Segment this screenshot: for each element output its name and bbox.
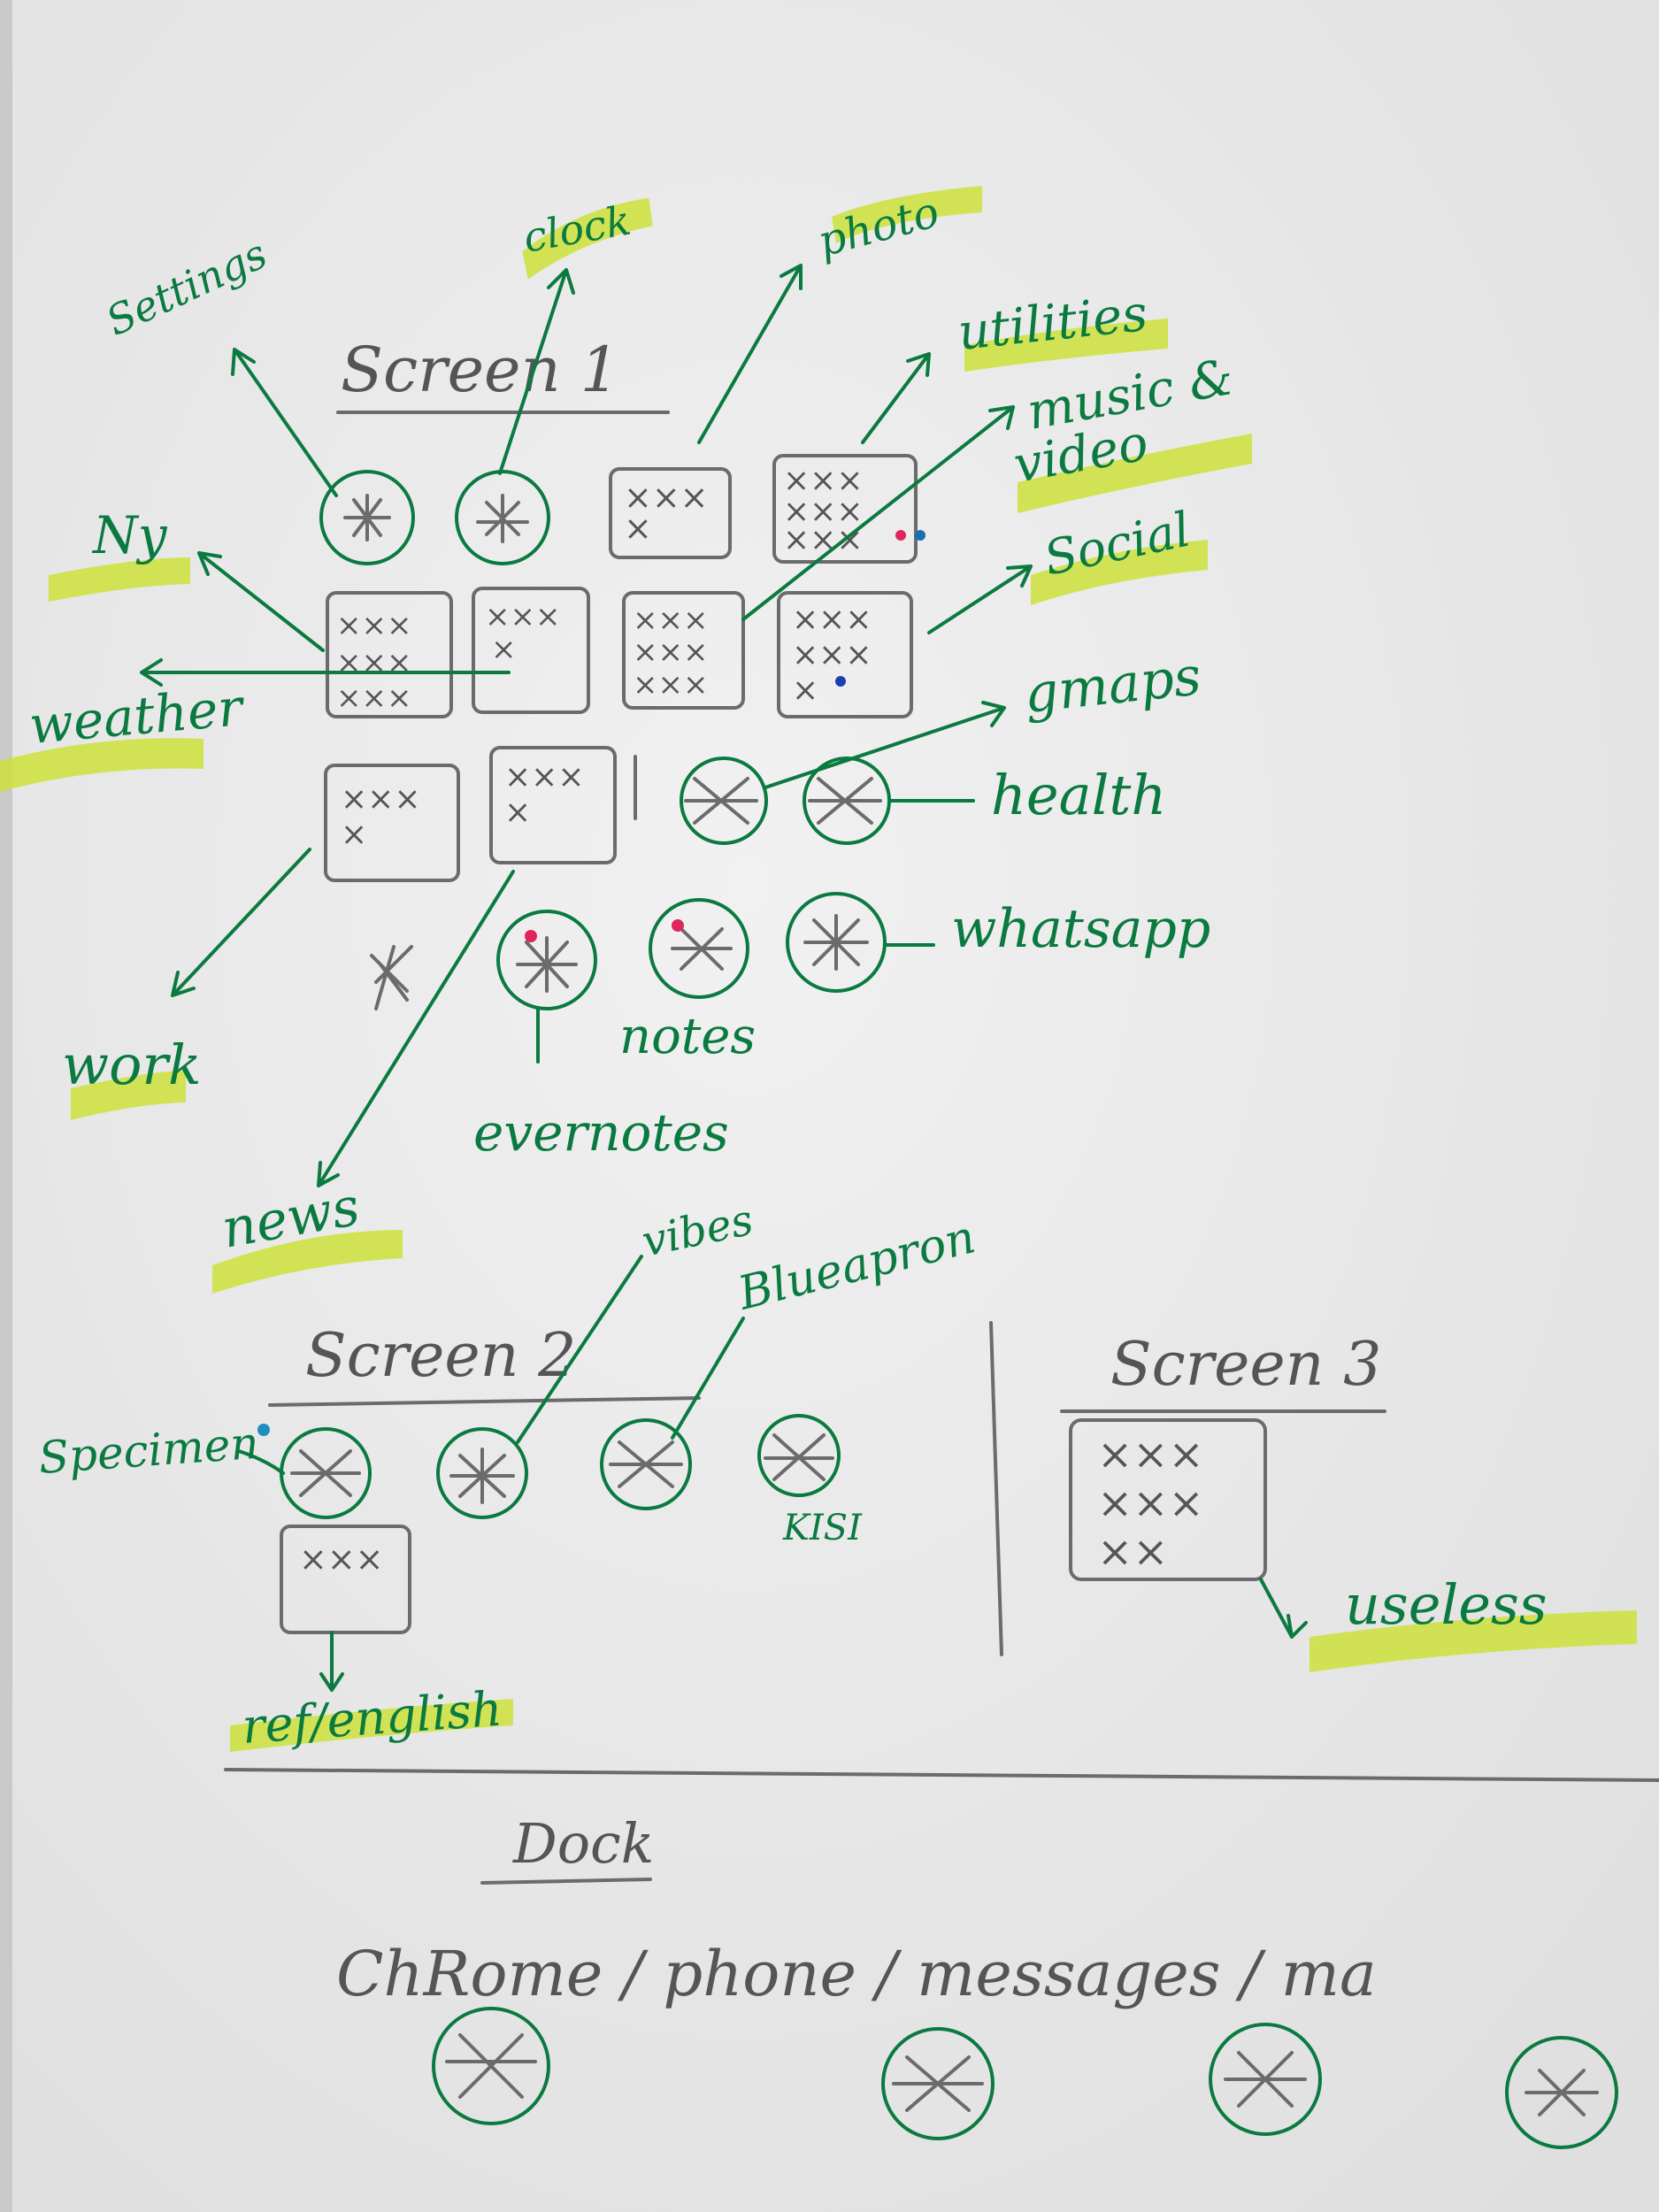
weather-folder-icon: ××× × — [472, 587, 590, 714]
label-whatsapp: whatsapp — [951, 898, 1210, 960]
svg-text:×××: ××× — [792, 602, 872, 638]
label-health: health — [991, 763, 1166, 827]
svg-text:×: × — [341, 817, 367, 853]
settings-app-icon — [319, 470, 415, 565]
music-video-folder-icon: ××× ××× ××× — [622, 591, 745, 710]
photo-folder-icon: ××× × — [609, 467, 732, 559]
svg-text:×××: ××× — [633, 634, 708, 670]
vibes-app-icon — [436, 1427, 528, 1519]
svg-text:×××: ××× — [341, 781, 421, 818]
dock-app-list: ChRome / phone / messages / ma — [336, 1938, 1377, 2010]
label-kisi: KISI — [782, 1508, 863, 1548]
utilities-folder-icon: ××× ××× ××× — [772, 454, 926, 564]
mail-dock-icon — [1505, 2036, 1618, 2149]
svg-text:×: × — [792, 672, 818, 709]
svg-text:×××: ××× — [299, 1540, 384, 1578]
evernotes-app-icon — [496, 910, 597, 1010]
work-folder-icon: ××× × — [324, 764, 460, 882]
label-notes: notes — [619, 1008, 756, 1065]
svg-text:×××: ××× — [336, 608, 411, 643]
label-ny: Ny — [91, 505, 168, 565]
svg-text:×××: ××× — [783, 522, 864, 558]
messages-dock-icon — [1209, 2023, 1322, 2136]
svg-text:×××: ××× — [1097, 1430, 1204, 1479]
svg-text:×××: ××× — [336, 645, 411, 680]
scribbled-icon — [370, 945, 413, 1010]
notes-app-icon — [649, 898, 749, 999]
svg-text:×××: ××× — [336, 680, 411, 716]
phone-dock-icon — [881, 2027, 995, 2140]
svg-text:×: × — [504, 795, 531, 831]
svg-text:×××: ××× — [485, 599, 560, 634]
dock-title: Dock — [512, 1811, 654, 1876]
annotation-arrows — [140, 264, 1033, 1187]
useless-arrow — [1259, 1578, 1308, 1639]
svg-text:×××: ××× — [792, 637, 872, 673]
clock-app-icon — [455, 470, 550, 565]
svg-text:×××: ××× — [1097, 1479, 1204, 1528]
news-folder-icon: ××× × — [489, 746, 617, 864]
whatsapp-app-icon — [786, 892, 887, 993]
label-work: work — [62, 1033, 202, 1097]
svg-text:×××: ××× — [783, 463, 864, 499]
chrome-dock-icon — [432, 2007, 550, 2125]
screen1-title: Screen 1 — [341, 334, 619, 406]
label-useless: useless — [1345, 1572, 1548, 1637]
left-page-edge — [0, 0, 12, 2212]
dock-divider — [224, 1768, 1659, 1782]
svg-text:×××: ××× — [504, 759, 585, 795]
gmaps-app-icon — [680, 757, 768, 845]
weather-ny-folder-icon: ××× ××× ××× — [326, 591, 453, 718]
svg-text:×××: ××× — [783, 494, 864, 530]
kisi-app-icon — [757, 1414, 841, 1497]
useless-folder-icon: ××× ××× ×× — [1069, 1418, 1267, 1581]
screen2-title: Screen 2 — [305, 1321, 576, 1391]
screen3-title: Screen 3 — [1110, 1330, 1381, 1400]
ref-english-folder-icon: ××× — [280, 1525, 411, 1634]
svg-text:××: ×× — [1097, 1527, 1168, 1577]
svg-text:×: × — [624, 509, 652, 548]
svg-text:×××: ××× — [624, 478, 709, 517]
svg-text:×: × — [491, 632, 517, 667]
screen2-arrows — [237, 1255, 745, 1692]
highlighter-marks — [0, 186, 1637, 1752]
svg-text:×××: ××× — [633, 667, 708, 703]
social-folder-icon: ××× ××× × — [777, 591, 913, 718]
label-evernotes: evernotes — [473, 1102, 729, 1163]
blueapron-app-icon — [600, 1418, 692, 1510]
svg-text:×××: ××× — [633, 603, 708, 638]
